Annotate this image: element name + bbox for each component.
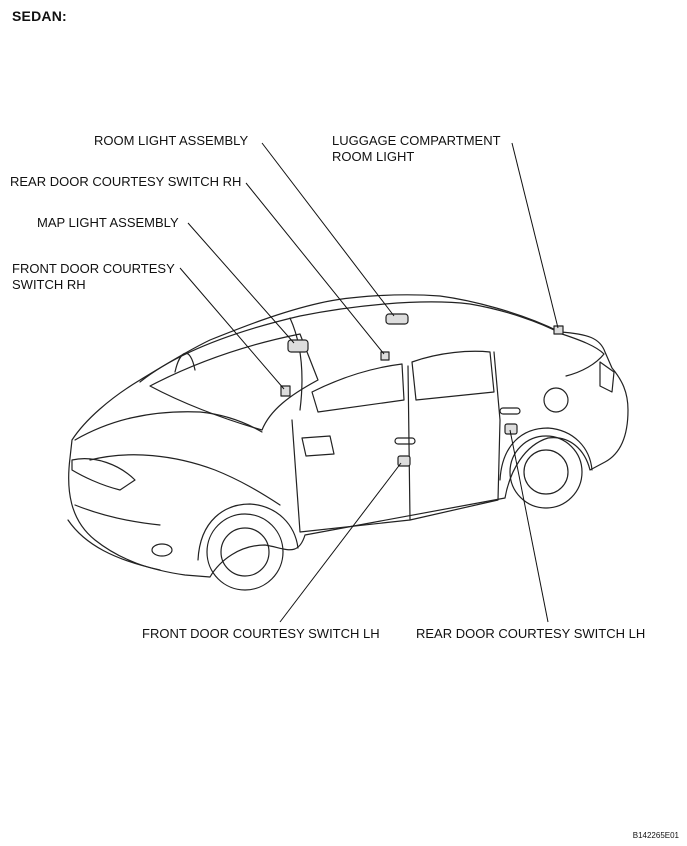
luggage-light-marker xyxy=(553,325,564,335)
rear-door-outline xyxy=(409,351,501,521)
rear-door-handle xyxy=(499,407,521,415)
label-rear-door-switch-rh: REAR DOOR COURTESY SWITCH RH xyxy=(10,174,242,189)
leader-rear-switch-lh xyxy=(509,429,549,623)
front-bumper xyxy=(67,519,161,571)
front-door-handle xyxy=(394,437,416,445)
rear-wheel-rim xyxy=(523,449,569,495)
b-pillar xyxy=(289,317,303,411)
car-roof-line xyxy=(139,301,563,383)
front-grille xyxy=(74,504,161,526)
rear-side-window xyxy=(411,350,495,401)
leader-room-light xyxy=(261,142,395,317)
rear-wheel-tire xyxy=(509,435,583,509)
label-luggage-compartment-line2: ROOM LIGHT xyxy=(332,149,415,164)
front-wheel-tire xyxy=(206,513,284,591)
front-door-outline xyxy=(291,365,411,533)
trunk-lid xyxy=(561,333,605,377)
fuel-door xyxy=(543,387,569,413)
label-front-door-switch-rh-line1: FRONT DOOR COURTESY xyxy=(12,261,175,276)
front-switch-rh-marker xyxy=(280,385,291,397)
car-body-outline xyxy=(68,294,629,578)
label-luggage-compartment-line1: LUGGAGE COMPARTMENT xyxy=(332,133,501,148)
hood-crease xyxy=(89,454,281,506)
front-wheel-rim xyxy=(220,527,270,577)
label-room-light-assembly: ROOM LIGHT ASSEMBLY xyxy=(94,133,249,148)
label-front-door-switch-rh-line2: SWITCH RH xyxy=(12,277,86,292)
rear-wheel-arch xyxy=(499,427,593,481)
leader-luggage-light xyxy=(511,142,559,329)
label-rear-door-switch-lh: REAR DOOR COURTESY SWITCH LH xyxy=(416,626,646,641)
front-side-window xyxy=(311,363,405,413)
leader-front-switch-rh xyxy=(179,267,285,390)
windshield xyxy=(149,333,319,431)
fog-light xyxy=(151,543,173,557)
figure-code: B142265E01 xyxy=(632,831,679,840)
tail-light xyxy=(599,361,615,393)
map-light-marker xyxy=(287,339,309,353)
room-light-marker xyxy=(385,313,409,325)
seat-outline xyxy=(174,352,196,373)
page-heading: SEDAN: xyxy=(12,8,67,24)
side-mirror xyxy=(301,435,335,457)
label-front-door-switch-lh: FRONT DOOR COURTESY SWITCH LH xyxy=(142,626,380,641)
headlight xyxy=(71,458,136,491)
leader-map-light xyxy=(187,222,295,344)
front-wheel-arch xyxy=(197,503,299,561)
rear-switch-rh-marker xyxy=(380,351,390,361)
label-map-light-assembly: MAP LIGHT ASSEMBLY xyxy=(37,215,179,230)
leader-front-switch-lh xyxy=(279,462,402,623)
leader-rear-switch-rh xyxy=(245,182,385,355)
hood-line xyxy=(74,411,263,441)
